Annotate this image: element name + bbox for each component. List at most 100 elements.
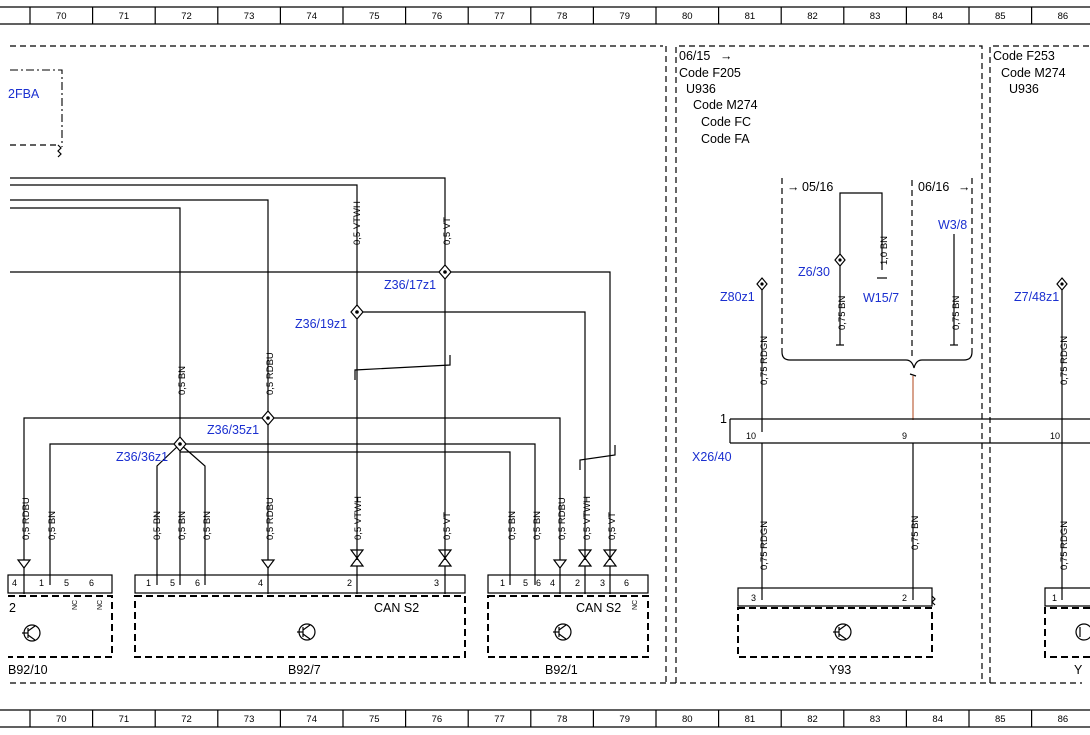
- ruler-column-number: 72: [181, 11, 192, 22]
- wire-label: 0,5 VT: [442, 217, 453, 245]
- splice-label: Z80z1: [720, 290, 755, 304]
- ruler-column-number: 81: [745, 11, 756, 22]
- wire-labels-left: 0,5 VTWH 0,5 VT 0,5 BN 0,5 RDBU 0,5 RDBU…: [21, 201, 618, 540]
- splice-z6-30[interactable]: Z6/30: [798, 253, 846, 279]
- component-y93[interactable]: 3 2 Y93: [737, 587, 936, 677]
- splice-label: Z6/30: [798, 265, 830, 279]
- pin-number: 1: [39, 578, 44, 588]
- wire-label: 0,5 RDBU: [557, 497, 568, 540]
- frame-code-f205: 06/15 → Code F205 U936 Code M274 Code FC…: [675, 45, 983, 683]
- wire-label: 0,75 BN: [837, 296, 848, 330]
- svg-text:NC: NC: [632, 600, 639, 610]
- pin-number: 5: [170, 578, 175, 588]
- arrow-right-icon: →: [720, 49, 733, 63]
- component-y-right[interactable]: 1 Y: [1044, 587, 1090, 677]
- ruler-column-number: 79: [619, 11, 630, 22]
- component-b92-1[interactable]: 1 5 6 4 2 3 6 NC CAN S2 B92/1: [487, 574, 649, 677]
- code-line: Code M274: [693, 98, 758, 112]
- variant-date-right: 06/16: [918, 180, 949, 194]
- wire-label: 0,75 RDGN: [759, 336, 770, 385]
- wire-label: 0,5 BN: [532, 511, 543, 540]
- offpage-ref-label: 2FBA: [8, 87, 40, 101]
- connector-arrows-left: [16, 549, 618, 594]
- connector-pin: 9: [902, 431, 907, 441]
- wire-label: 0,5 BN: [507, 511, 518, 540]
- ruler-column-number: 78: [557, 714, 568, 725]
- ruler-column-number: 83: [870, 714, 881, 725]
- splice-label: Z7/48z1: [1014, 290, 1059, 304]
- code-line: U936: [686, 82, 716, 96]
- wire-label: 0,5 RDBU: [21, 497, 32, 540]
- ruler-column-number: 72: [181, 714, 192, 725]
- ruler-column-number: 84: [932, 714, 943, 725]
- wires-left: [10, 177, 616, 585]
- variant-bracket: → 05/16 06/16 →: [781, 178, 973, 369]
- code-line: Code FA: [701, 132, 750, 146]
- splice-z36-17[interactable]: Z36/17z1: [384, 264, 452, 292]
- splice-z36-19[interactable]: Z36/19z1: [295, 304, 364, 331]
- pin-number: 1: [1052, 593, 1057, 603]
- component-name: B92/1: [545, 663, 578, 677]
- wire-label: 0,5 BN: [177, 366, 188, 395]
- ruler-column-number: 80: [682, 11, 693, 22]
- code-line: Code F205: [679, 66, 741, 80]
- wire-label: 0,5 BN: [152, 511, 163, 540]
- pin-number: 6: [624, 578, 629, 588]
- transistor-icon: [22, 624, 41, 642]
- splice-z36-35[interactable]: Z36/35z1: [207, 410, 275, 437]
- code-line: U936: [1009, 82, 1039, 96]
- wire-label: 0,75 RDGN: [1059, 521, 1070, 570]
- wire-label: 0,75 RDGN: [1059, 336, 1070, 385]
- wire-label: 0,5 BN: [47, 511, 58, 540]
- pin-number: 4: [550, 578, 555, 588]
- ruler-column-number: 82: [807, 714, 818, 725]
- component-name: B92/7: [288, 663, 321, 677]
- ref-label: W3/8: [938, 218, 967, 232]
- splice-z80[interactable]: Z80z1: [720, 277, 768, 304]
- ruler-column-number: 76: [432, 11, 443, 22]
- ruler-column-number: 73: [244, 11, 255, 22]
- ruler-column-number: 75: [369, 714, 380, 725]
- pin-number: 6: [89, 578, 94, 588]
- wire-label: 0,75 BN: [910, 516, 921, 550]
- wire-label: 0,5 RDBU: [265, 352, 276, 395]
- ruler-column-number: 77: [494, 11, 505, 22]
- splice-label: Z36/36z1: [116, 450, 168, 464]
- pin-number: 5: [64, 578, 69, 588]
- ruler-column-number: 71: [119, 11, 130, 22]
- splice-points-left: Z36/17z1 Z36/19z1 Z36/35z1 Z36/36z1: [116, 264, 452, 464]
- pin-number: 5: [523, 578, 528, 588]
- pin-number: 2: [347, 578, 352, 588]
- pin-number: 3: [600, 578, 605, 588]
- pin-number: 4: [12, 578, 17, 588]
- ruler-column-number: 81: [745, 714, 756, 725]
- pin-number: 3: [434, 578, 439, 588]
- svg-text:NC: NC: [72, 600, 79, 610]
- wire-label: 0,5 VTWH: [353, 496, 364, 540]
- ruler-column-number: 82: [807, 11, 818, 22]
- ruler-column-number: 74: [306, 11, 317, 22]
- code-line: Code F253: [993, 49, 1055, 63]
- pin-number: 1: [500, 578, 505, 588]
- offpage-block-2fba: 2FBA: [8, 69, 63, 158]
- svg-text:→: →: [958, 180, 971, 194]
- component-b92-10[interactable]: 4 1 5 6 NC NC 2 B92/10: [7, 574, 113, 677]
- bus-label: CAN S2: [576, 601, 621, 615]
- ruler-column-number: 76: [432, 714, 443, 725]
- svg-text:2: 2: [9, 601, 16, 615]
- wire-label: 0,5 BN: [177, 511, 188, 540]
- connector-pin: 1: [720, 412, 727, 426]
- splice-z36-36[interactable]: Z36/36z1: [116, 436, 187, 464]
- transistor-icon: [833, 623, 852, 641]
- transistor-icon: [297, 623, 316, 641]
- svg-text:NC: NC: [97, 600, 104, 610]
- wire-label: 0,5 VTWH: [582, 496, 593, 540]
- right-section-wiring: Z80z1 0,75 RDGN Z6/30 0,75 BN 1,0 BN W15…: [692, 192, 1090, 600]
- ruler-column-number: 79: [619, 714, 630, 725]
- component-name: B92/10: [8, 663, 48, 677]
- component-b92-7[interactable]: 1 5 6 4 2 3 CAN S2 B92/7: [134, 574, 466, 677]
- wire-label: 0,75 BN: [951, 296, 962, 330]
- splice-z7-48[interactable]: Z7/48z1: [1014, 277, 1068, 304]
- component-name: Y93: [829, 663, 851, 677]
